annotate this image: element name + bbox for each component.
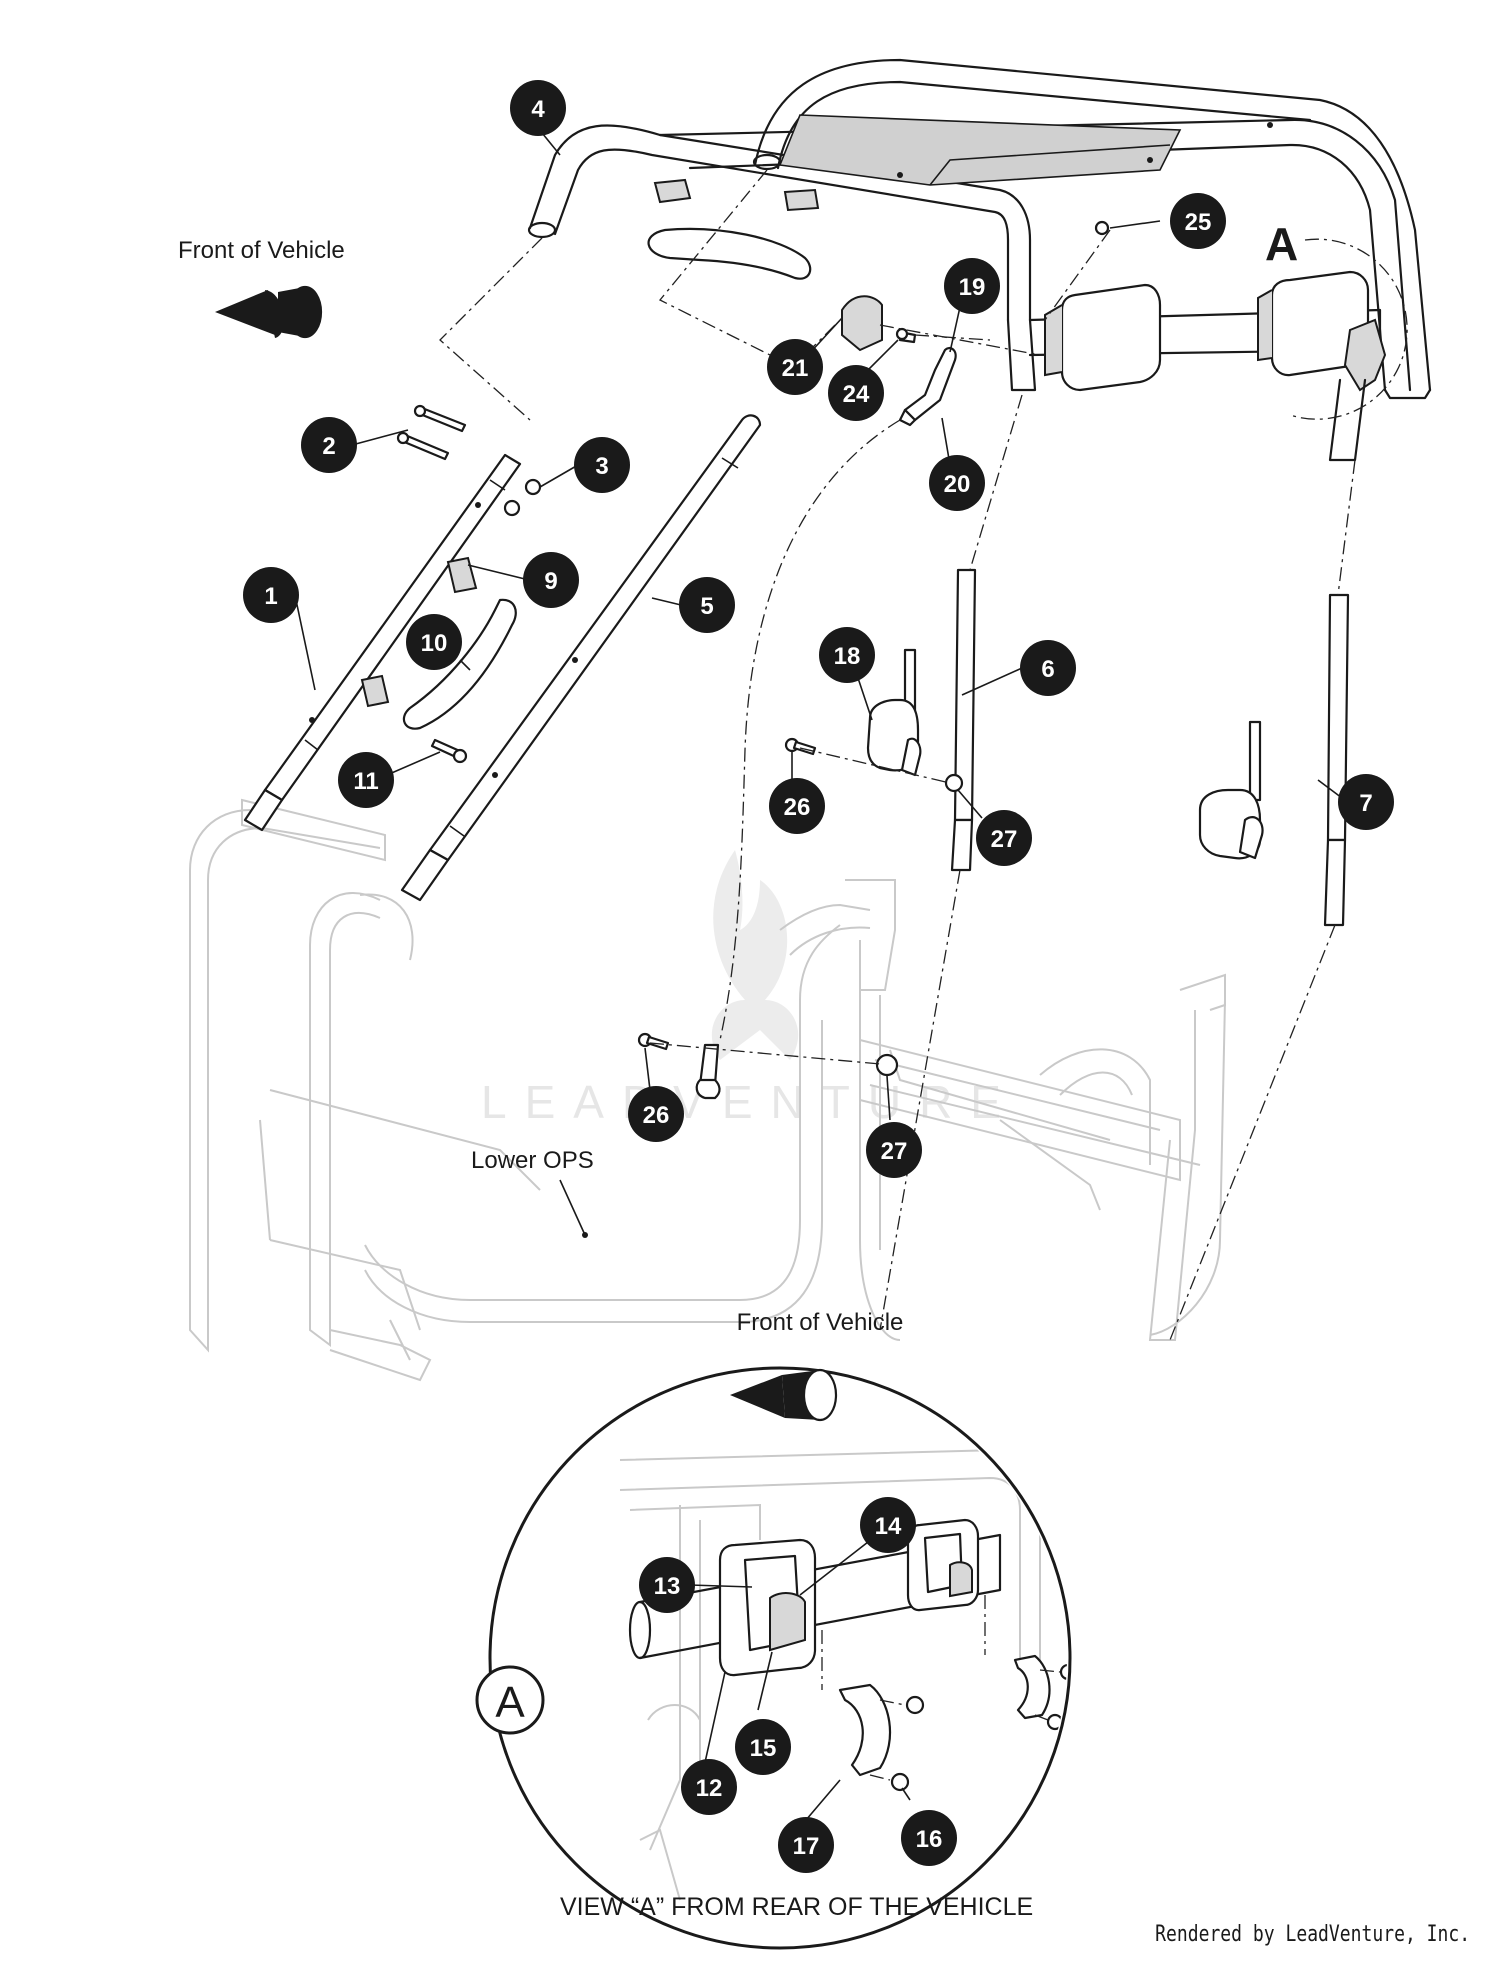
svg-text:20: 20: [944, 471, 971, 498]
view-a-inset: A Front of Vehicle: [475, 1309, 1072, 1950]
front-arrow-inset: [730, 1368, 838, 1422]
svg-text:7: 7: [1359, 790, 1372, 817]
callout-27-lower: 27: [866, 1122, 922, 1178]
svg-text:12: 12: [696, 1775, 723, 1802]
belt-bracket-19-20-21-24: [841, 295, 957, 427]
front-of-vehicle-inset-label: Front of Vehicle: [737, 1309, 904, 1336]
view-a-marker: A: [1265, 218, 1408, 420]
callout-18: 18: [819, 627, 875, 683]
lower-ops-leader: [559, 1179, 586, 1236]
callout-19: 19: [944, 258, 1000, 314]
svg-text:14: 14: [875, 1513, 902, 1540]
part-7-pillar: [1198, 593, 1350, 927]
svg-text:11: 11: [353, 768, 378, 795]
part-6-pillar: [866, 568, 977, 872]
svg-text:13: 13: [654, 1573, 681, 1600]
callout-21: 21: [767, 339, 823, 395]
callout-12: 12: [681, 1759, 737, 1815]
svg-text:4: 4: [531, 96, 545, 123]
callout-15: 15: [735, 1719, 791, 1775]
svg-text:21: 21: [782, 355, 809, 382]
callouts: 1 2 3 4 5 6 7 9 10 11 12 13 14 15 16 17 …: [243, 80, 1394, 1873]
callout-13: 13: [639, 1557, 695, 1613]
callout-11: 11: [338, 752, 394, 808]
callout-1: 1: [243, 567, 299, 623]
callout-26-lower: 26: [628, 1086, 684, 1142]
callout-26-upper: 26: [769, 778, 825, 834]
upper-grab-handle: [647, 178, 820, 280]
part-5-front-tube: [400, 414, 762, 902]
lower-ops-label: Lower OPS: [471, 1147, 594, 1174]
svg-text:2: 2: [322, 433, 335, 460]
svg-text:9: 9: [544, 568, 557, 595]
callout-6: 6: [1020, 640, 1076, 696]
lower-ops-frame: [189, 798, 1226, 1382]
assembly-lines: [439, 169, 1356, 1341]
svg-text:27: 27: [881, 1138, 908, 1165]
fasteners-26-27: [637, 220, 1110, 1077]
svg-text:19: 19: [959, 274, 986, 301]
svg-text:25: 25: [1185, 209, 1212, 236]
view-a-letter: A: [1265, 218, 1298, 270]
svg-text:10: 10: [421, 630, 448, 657]
part-1-front-tube: [243, 453, 522, 832]
svg-text:6: 6: [1041, 656, 1054, 683]
callout-27-upper: 27: [976, 810, 1032, 866]
callout-24: 24: [828, 365, 884, 421]
callout-10: 10: [406, 614, 462, 670]
svg-text:17: 17: [793, 1833, 820, 1860]
callout-20: 20: [929, 455, 985, 511]
callout-5: 5: [679, 577, 735, 633]
view-caption: VIEW “A” FROM REAR OF THE VEHICLE: [560, 1893, 1033, 1921]
callout-9: 9: [523, 552, 579, 608]
svg-text:26: 26: [784, 794, 811, 821]
front-of-vehicle-label: Front of Vehicle: [178, 237, 345, 264]
svg-text:5: 5: [700, 593, 713, 620]
upper-rops-frame: [527, 58, 1432, 400]
callout-14: 14: [860, 1497, 916, 1553]
svg-text:3: 3: [595, 453, 608, 480]
nuts-3: [503, 478, 542, 517]
svg-text:1: 1: [264, 583, 277, 610]
lower-buckle: [695, 1043, 721, 1100]
callout-4: 4: [510, 80, 566, 136]
rear-cross-bar: [1028, 270, 1387, 462]
callout-2: 2: [301, 417, 357, 473]
callout-17: 17: [778, 1817, 834, 1873]
svg-text:15: 15: [750, 1735, 777, 1762]
svg-text:27: 27: [991, 826, 1018, 853]
svg-text:26: 26: [643, 1102, 670, 1129]
callout-7: 7: [1338, 774, 1394, 830]
callout-25: 25: [1170, 193, 1226, 249]
watermark: LEADVENTURE: [481, 850, 1001, 1128]
view-a-inset-letter: A: [495, 1678, 525, 1727]
svg-text:16: 16: [916, 1826, 943, 1853]
svg-text:24: 24: [843, 381, 870, 408]
callout-3: 3: [574, 437, 630, 493]
svg-text:18: 18: [834, 643, 861, 670]
callout-16: 16: [901, 1810, 957, 1866]
bolts-2: [396, 404, 467, 461]
front-arrow-top: [215, 285, 323, 339]
rendered-by-footer: Rendered by LeadVenture, Inc.: [1155, 1922, 1470, 1947]
